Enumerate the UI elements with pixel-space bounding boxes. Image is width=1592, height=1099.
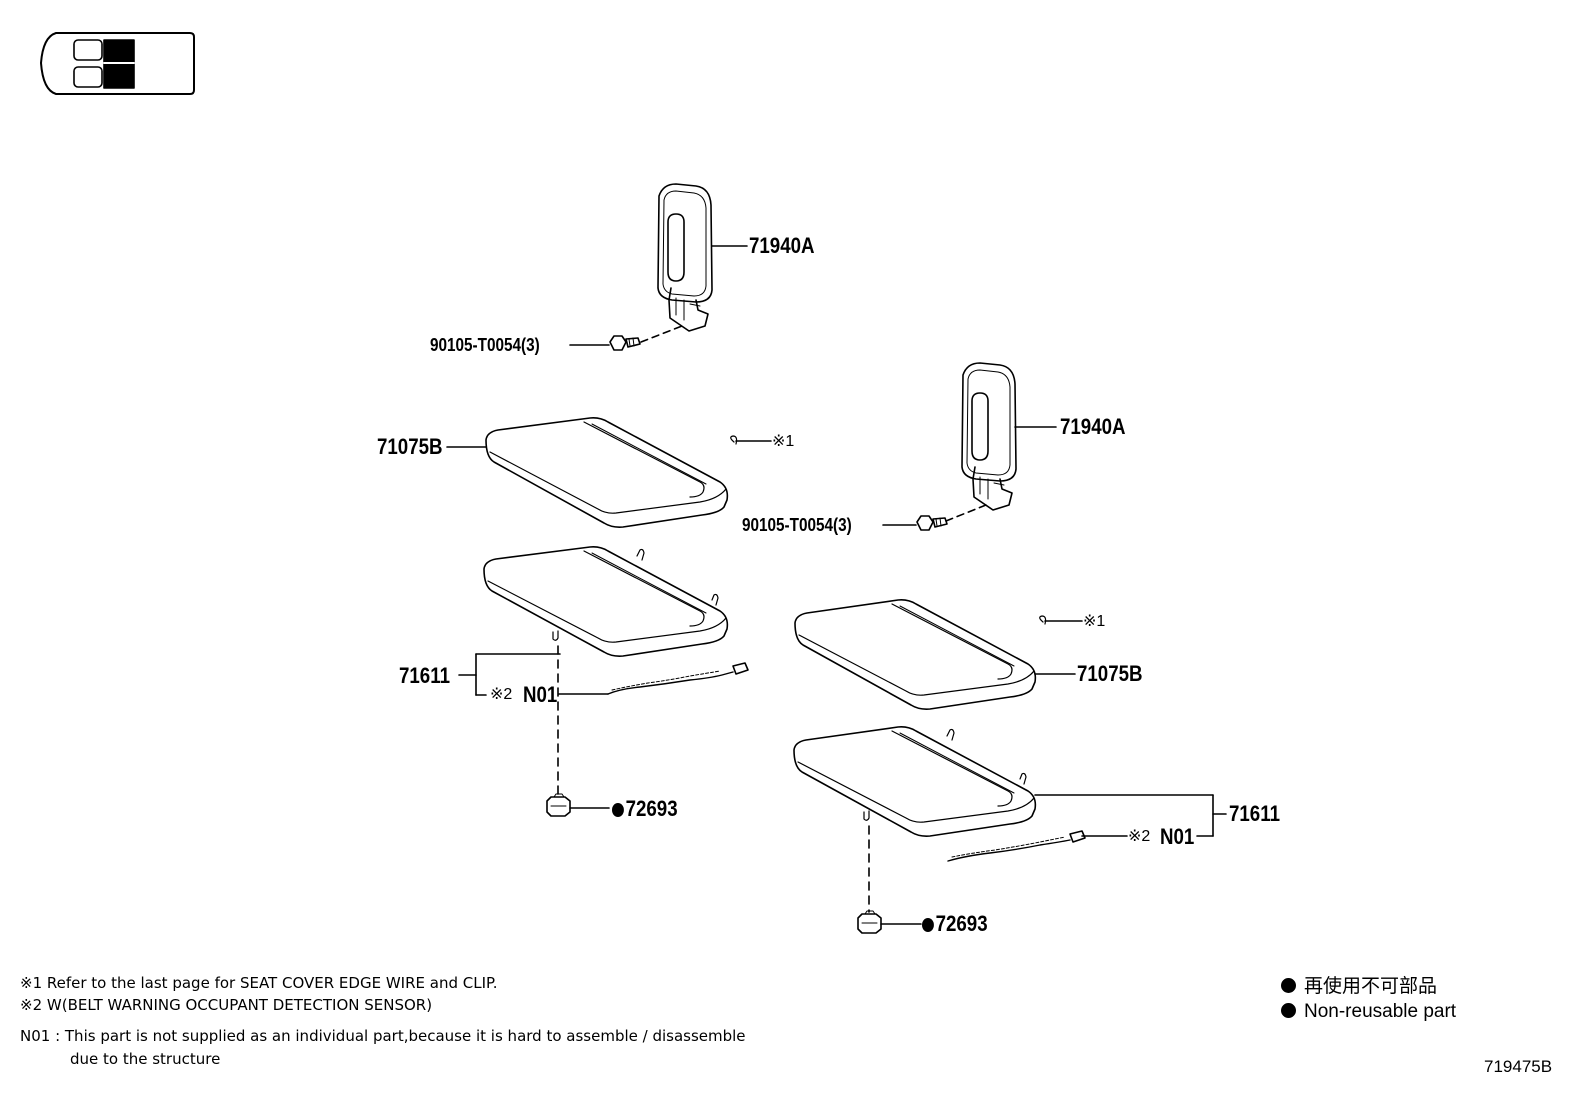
- label-seat-cover-b: 71075B: [1077, 661, 1143, 686]
- non-reusable-dot-icon: [922, 918, 934, 932]
- bolt-a-drawing: [569, 335, 641, 351]
- label-bolt-b: 90105-T0054(3): [742, 515, 852, 535]
- footnote-1: ※1 Refer to the last page for SEAT COVER…: [20, 974, 498, 992]
- label-seat-cover-a: 71075B: [377, 434, 443, 459]
- label-sensor-b: N01: [1160, 824, 1195, 849]
- ref-mark-2-b: ※2: [1128, 828, 1151, 845]
- seat-cover-b-drawing: [794, 599, 1037, 710]
- label-sensor-a: N01: [523, 682, 558, 707]
- ref-mark-2-a: ※2: [490, 686, 513, 703]
- label-bolt-a: 90105-T0054(3): [430, 335, 540, 355]
- label-seat-cushion-b: 71611: [1229, 801, 1280, 826]
- sensor-a-drawing: [607, 662, 749, 695]
- label-headrest-a: 71940A: [749, 233, 815, 258]
- figure-code: 719475B: [1484, 1057, 1553, 1076]
- ref-mark-1-a: ※1: [772, 433, 795, 450]
- footnote-2: ※2 W(BELT WARNING OCCUPANT DETECTION SEN…: [20, 996, 433, 1014]
- clip-b-drawing: [857, 910, 922, 934]
- ref-mark-1-b: ※1: [1083, 613, 1106, 630]
- legend-en: Non-reusable part: [1281, 1000, 1456, 1024]
- legend-jp: 再使用不可部品: [1281, 975, 1437, 999]
- label-clip-b: 72693: [922, 912, 988, 936]
- headrest-b-drawing: [945, 362, 1017, 522]
- seat-cushion-b-drawing: [793, 726, 1037, 837]
- footnote-3-continued: due to the structure: [70, 1050, 221, 1068]
- vehicle-locator-icon: [40, 32, 195, 95]
- headrest-a-drawing: [640, 183, 713, 343]
- label-clip-a: 72693: [612, 797, 678, 821]
- seat-cushion-a-drawing: [483, 546, 729, 657]
- bolt-b-drawing: [882, 515, 948, 531]
- non-reusable-dot-icon: [612, 803, 624, 817]
- sensor-b-drawing: [947, 830, 1086, 862]
- clip-a-drawing: [546, 793, 610, 817]
- label-seat-cushion-a: 71611: [399, 663, 450, 688]
- seat-cover-a-drawing: [485, 417, 729, 528]
- label-headrest-b: 71940A: [1060, 414, 1126, 439]
- footnote-3: N01 : This part is not supplied as an in…: [20, 1027, 746, 1045]
- non-reusable-dot-icon: [1281, 1003, 1296, 1018]
- non-reusable-dot-icon: [1281, 978, 1296, 993]
